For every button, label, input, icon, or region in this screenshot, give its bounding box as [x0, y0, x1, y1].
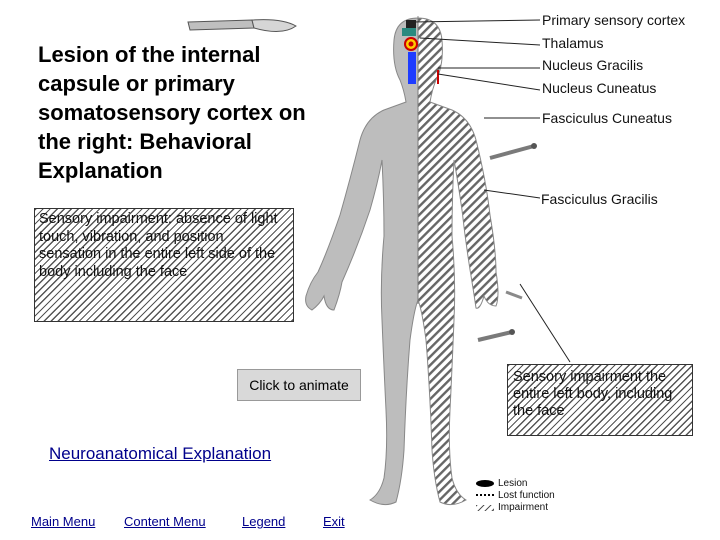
label-fasciculus-cuneatus: Fasciculus Cuneatus: [542, 110, 672, 126]
label-nucleus-gracilis: Nucleus Gracilis: [542, 57, 644, 73]
lost-function-swatch-icon: [476, 494, 494, 496]
scalpel-icon: [187, 19, 297, 32]
impairment-callout-text: Sensory impairment the entire left body,…: [513, 369, 673, 419]
legend-lost-function: Lost function: [498, 490, 555, 501]
neuroanatomical-explanation-link[interactable]: Neuroanatomical Explanation: [49, 444, 272, 463]
label-nucleus-cuneatus: Nucleus Cuneatus: [542, 80, 657, 96]
impairment-callout-box: Sensory impairment the entire left body,…: [507, 364, 693, 436]
reflex-hammer-icon: [505, 290, 523, 300]
legend-lesion: Lesion: [498, 478, 528, 489]
label-fasciculus-gracilis: Fasciculus Gracilis: [541, 191, 658, 207]
tuning-fork-icon: [477, 329, 515, 342]
page-title: Lesion of the internal capsule or primar…: [38, 42, 306, 183]
label-thalamus: Thalamus: [542, 35, 604, 51]
label-primary-sensory-cortex: Primary sensory cortex: [542, 12, 686, 28]
lesion-swatch-icon: [476, 480, 494, 487]
legend-link[interactable]: Legend: [242, 514, 286, 529]
impairment-description-box: Sensory impairment: absence of light tou…: [34, 208, 294, 322]
tuning-fork-icon: [489, 143, 537, 160]
animate-button[interactable]: Click to animate: [237, 369, 361, 401]
main-menu-link[interactable]: Main Menu: [31, 514, 96, 529]
impairment-description-text: Sensory impairment: absence of light tou…: [39, 211, 278, 280]
legend-impairment: Impairment: [498, 502, 549, 513]
body-figure: [305, 16, 499, 506]
legend: Lesion Lost function Impairment: [476, 478, 586, 518]
impairment-swatch-icon: [476, 505, 494, 511]
exit-link[interactable]: Exit: [323, 514, 345, 529]
content-menu-link[interactable]: Content Menu: [124, 514, 206, 529]
